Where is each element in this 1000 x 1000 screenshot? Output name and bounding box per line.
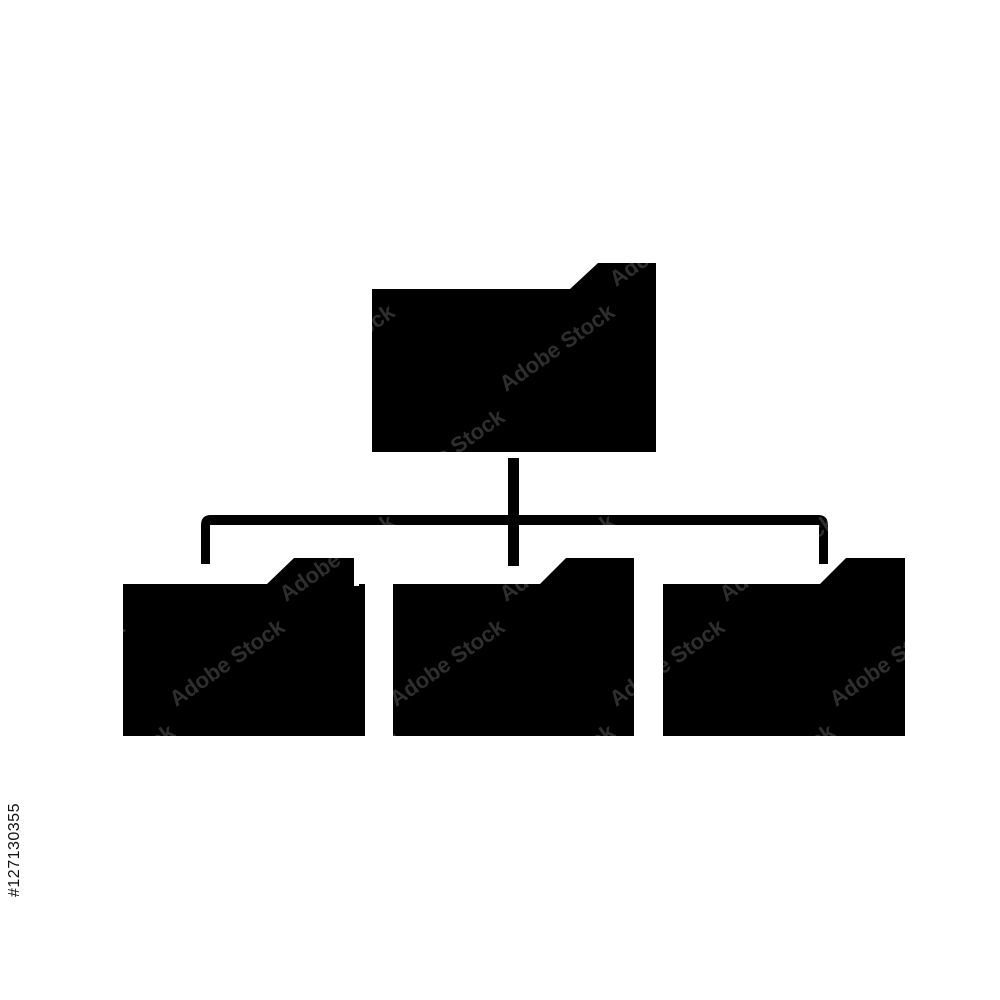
trunk-connector bbox=[508, 458, 519, 566]
branch-connector bbox=[201, 515, 828, 564]
child-folder-icon-2 bbox=[393, 558, 634, 736]
child-folder-icon-1 bbox=[123, 558, 365, 736]
root-folder-icon bbox=[372, 263, 656, 452]
tree-connectors bbox=[201, 458, 828, 566]
child-folder-icon-3 bbox=[663, 558, 905, 736]
stock-id-label: #127130355 bbox=[6, 803, 23, 897]
